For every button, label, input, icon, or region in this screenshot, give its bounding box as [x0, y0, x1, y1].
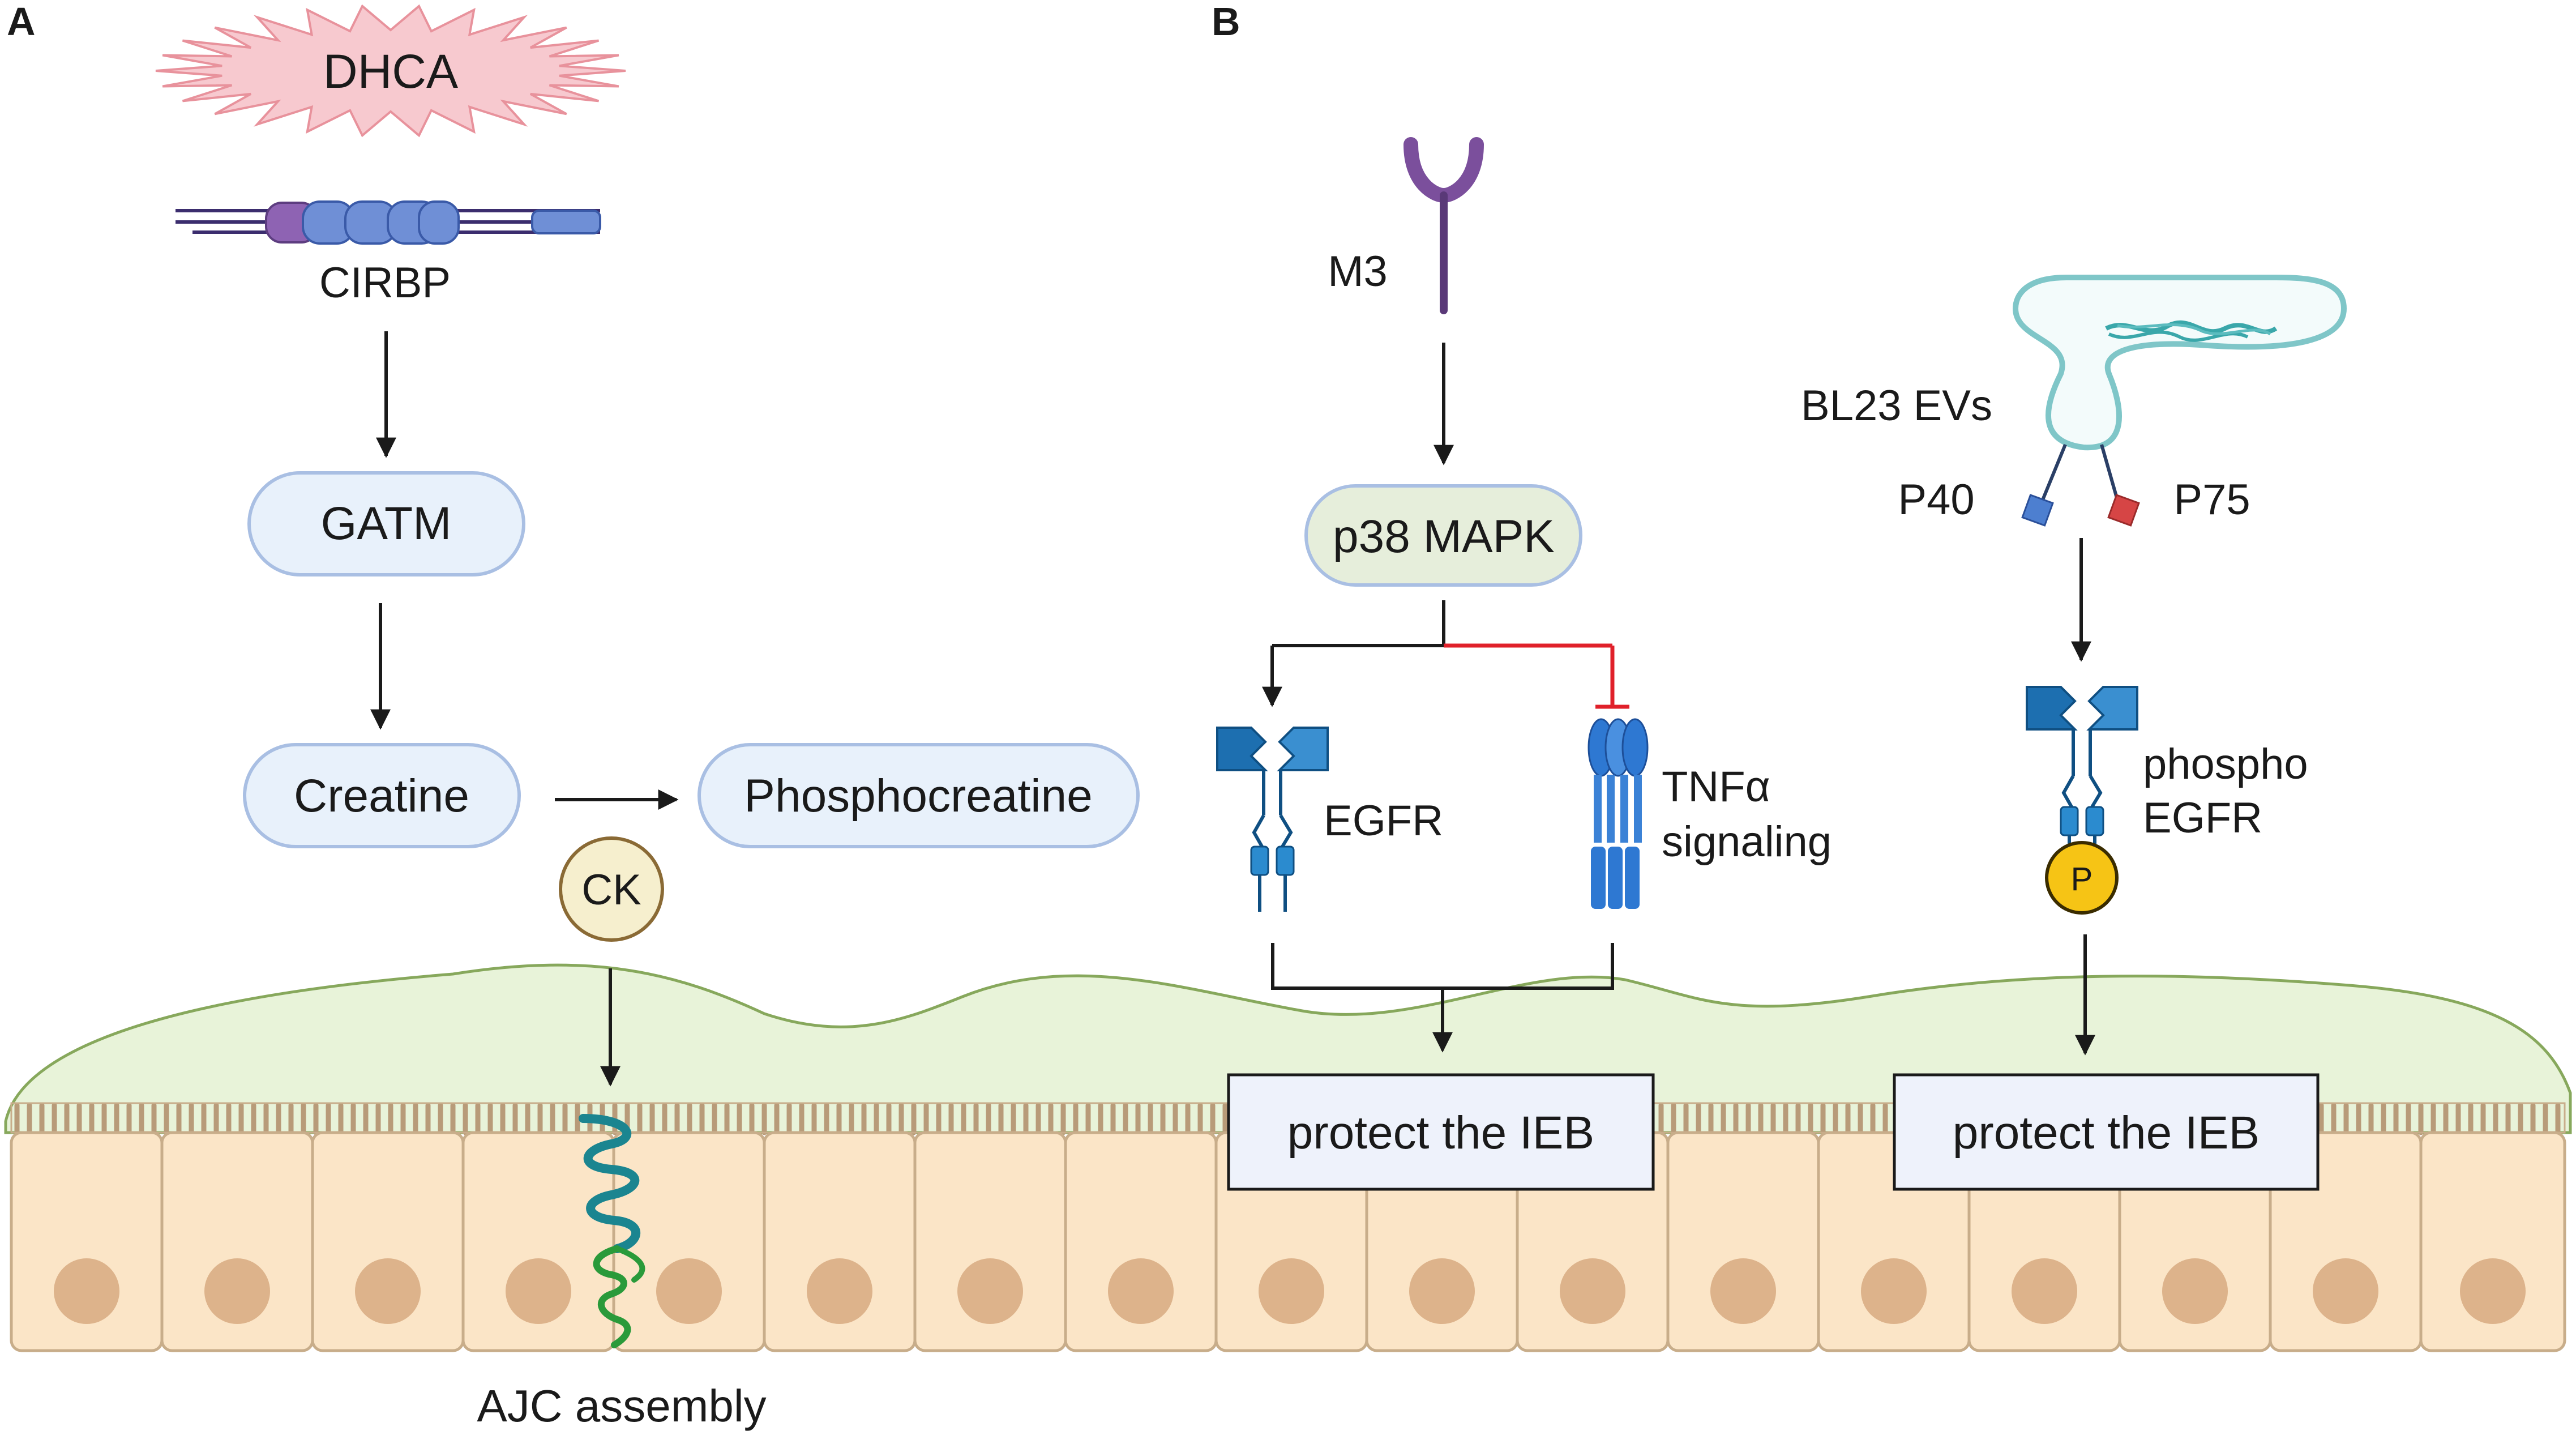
cirbp-icon	[176, 200, 601, 245]
creatine-label: Creatine	[294, 770, 469, 822]
ajc-junction-icon	[579, 1114, 645, 1348]
egfr-node: EGFR	[1216, 727, 1443, 912]
cell-nucleus	[1861, 1258, 1927, 1324]
phospho-egfr-receptor-icon	[2026, 686, 2138, 844]
cell-nucleus	[355, 1258, 421, 1324]
protect-ieb-label-left: protect the IEB	[1287, 1107, 1594, 1159]
tnf-label-line2: signaling	[1662, 818, 1832, 866]
dhca-label: DHCA	[323, 45, 458, 98]
cell-nucleus	[1560, 1258, 1625, 1324]
epithelial-cell	[2419, 1131, 2566, 1352]
cell-nucleus	[1409, 1258, 1475, 1324]
cell-nucleus	[204, 1258, 270, 1324]
protect-ieb-label-right: protect the IEB	[1953, 1107, 2260, 1159]
tnf-label-line1: TNFα	[1662, 763, 1770, 811]
p38-branch-connectors	[1262, 600, 1629, 709]
p75-label: P75	[2173, 476, 2250, 524]
cell-nucleus	[2460, 1258, 2526, 1324]
phospho-egfr-label-line2: EGFR	[2143, 794, 2262, 842]
creatine-node: Creatine	[243, 743, 521, 848]
egfr-receptor-icon	[1216, 727, 1329, 912]
p40-label: P40	[1898, 476, 1974, 524]
egfr-label: EGFR	[1324, 797, 1443, 845]
dhca-node: DHCA	[155, 4, 626, 138]
dhca-burst-shape	[155, 4, 626, 138]
phosphocreatine-node: Phosphocreatine	[698, 743, 1140, 848]
panel-label-a: A	[7, 0, 36, 44]
p38-mapk-node: p38 MAPK	[1304, 484, 1582, 587]
panel-label-b: B	[1212, 0, 1240, 44]
ck-label: CK	[581, 866, 641, 914]
phospho-egfr-label-line1: phospho	[2143, 740, 2308, 788]
m3-receptor: M3	[1328, 137, 1484, 314]
cell-nucleus	[1108, 1258, 1174, 1324]
m3-icon	[1403, 137, 1484, 314]
p38-mapk-label: p38 MAPK	[1333, 511, 1555, 562]
cell-nucleus	[957, 1258, 1023, 1324]
gatm-node: GATM	[247, 471, 525, 576]
cell-nucleus	[1710, 1258, 1776, 1324]
tnf-signaling-node: TNFα signaling	[1587, 718, 1832, 909]
cell-nucleus	[1259, 1258, 1324, 1324]
phosphate-mark: P	[2071, 861, 2093, 898]
ajc-assembly-label: AJC assembly	[477, 1381, 766, 1431]
cell-nucleus	[656, 1258, 722, 1324]
phosphocreatine-label: Phosphocreatine	[744, 770, 1092, 822]
tnf-receptor-icon	[1587, 718, 1649, 909]
ck-node: CK	[559, 836, 664, 942]
cell-nucleus	[506, 1258, 571, 1324]
cell-nucleus	[54, 1258, 119, 1324]
cirbp-label: CIRBP	[319, 259, 451, 307]
cell-nucleus	[2162, 1258, 2228, 1324]
cell-nucleus	[2313, 1258, 2378, 1324]
protect-ieb-box-right: protect the IEB	[1893, 1073, 2320, 1191]
phosphate-badge: P	[2045, 841, 2119, 915]
bl23-ev-label: BL23 EVs	[1801, 382, 1992, 430]
bl23-ev-node: BL23 EVs P40 P75	[1801, 275, 2347, 527]
cirbp-node: CIRBP	[176, 200, 601, 307]
cell-nucleus	[807, 1258, 872, 1324]
m3-label: M3	[1328, 247, 1388, 296]
gatm-label: GATM	[321, 498, 452, 549]
bl23-vesicle-icon	[2012, 275, 2347, 527]
merge-connectors	[1271, 943, 1614, 1053]
cell-nucleus	[2012, 1258, 2077, 1324]
phospho-egfr-node: P phospho EGFR	[2026, 686, 2308, 915]
protect-ieb-box-left: protect the IEB	[1227, 1073, 1655, 1191]
